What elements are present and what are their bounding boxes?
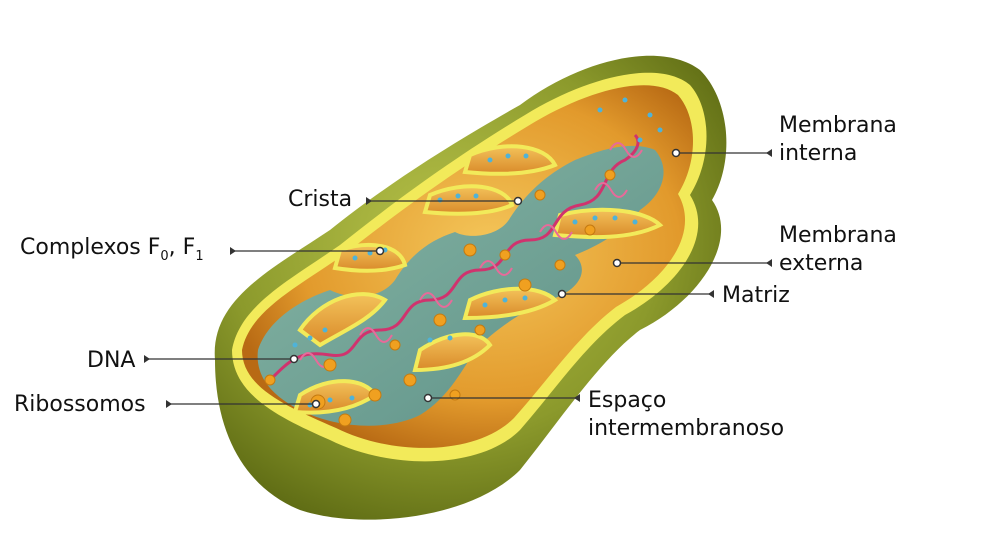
crista-fold-6 <box>462 286 559 321</box>
label-complexos-sub0: 0 <box>160 249 169 264</box>
label-complexos-text: Complexos F <box>20 235 161 260</box>
label-membrana-interna: Membrana interna <box>779 112 897 168</box>
label-crista: Crista <box>288 187 353 212</box>
label-complexos-sep: , F <box>168 235 196 260</box>
crista-fold-5 <box>552 207 664 240</box>
crista-fold-4 <box>462 144 558 176</box>
dna-strand <box>268 133 640 382</box>
leader-target-dots <box>289 148 681 409</box>
leader-lines <box>148 152 772 405</box>
dna-strand-loops <box>299 142 643 368</box>
label-membrana-externa-line1: Membrana <box>779 223 897 248</box>
label-membrana-interna-line1: Membrana <box>779 113 897 138</box>
label-dna: DNA <box>87 348 136 373</box>
label-espaco-line2: intermembranoso <box>588 416 785 441</box>
label-membrana-externa-line2: externa <box>779 251 864 276</box>
label-espaco-line1: Espaço <box>588 388 667 413</box>
label-matriz: Matriz <box>722 283 790 308</box>
crista-fold-3 <box>422 184 515 216</box>
label-complexos-sub1: 1 <box>195 249 204 264</box>
label-membrana-externa: Membrana externa <box>779 222 897 278</box>
ribosomes <box>264 169 616 427</box>
label-complexos: Complexos F0, F1 <box>20 234 204 264</box>
crista-fold-2 <box>332 243 408 273</box>
crista-fold-1 <box>297 292 388 348</box>
label-espaco-intermembranoso: Espaço intermembranoso <box>588 387 784 443</box>
label-ribossomos: Ribossomos <box>14 392 146 417</box>
leader-arrowheads <box>144 149 772 408</box>
label-membrana-interna-line2: interna <box>779 141 858 166</box>
